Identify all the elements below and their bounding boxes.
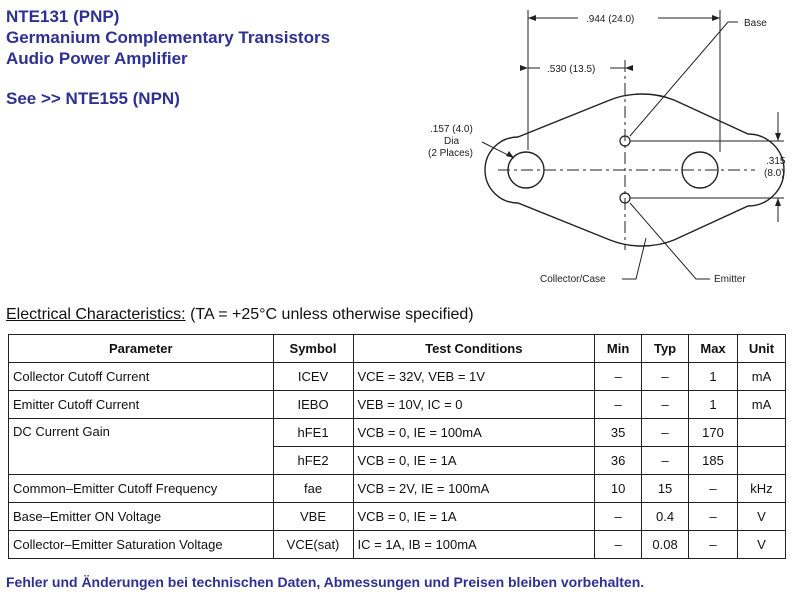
base-label: Base	[744, 18, 767, 29]
min-cell: –	[594, 390, 643, 419]
section-condition: (TA = +25°C unless otherwise specified)	[190, 306, 474, 323]
param-cell: Common–Emitter Cutoff Frequency	[8, 474, 274, 503]
symbol-cell: ICEV	[272, 362, 354, 391]
hole-dia-label-3: (2 Places)	[428, 148, 473, 159]
col-header-max: Max	[688, 334, 738, 363]
min-cell: –	[594, 530, 643, 559]
part-application: Audio Power Amplifier	[6, 49, 188, 68]
typ-cell: –	[641, 418, 690, 447]
datasheet-header: NTE131 (PNP) Germanium Complementary Tra…	[6, 6, 330, 109]
param-cell: Collector Cutoff Current	[8, 362, 274, 391]
max-cell: 185	[688, 446, 738, 475]
dim-pin-label-2: (8.0)	[764, 168, 785, 179]
max-cell: 1	[688, 362, 738, 391]
condition-cell: VCB = 0, IE = 1A	[352, 502, 596, 531]
param-cell: Collector–Emitter Saturation Voltage	[8, 530, 274, 559]
complement-reference: See >> NTE155 (NPN)	[6, 89, 180, 108]
col-header-parameter: Parameter	[8, 334, 274, 363]
col-header-unit: Unit	[736, 334, 787, 363]
unit-cell	[736, 418, 787, 447]
to3-package-drawing: .944 (24.0) .530 (13.5) .157 (4.0) Dia (…	[428, 10, 786, 285]
min-cell: 10	[594, 474, 643, 503]
col-header-min: Min	[594, 334, 643, 363]
symbol-cell: IEBO	[272, 390, 354, 419]
symbol-cell: VCE(sat)	[272, 530, 354, 559]
package-outline	[484, 93, 785, 247]
min-cell: –	[594, 362, 643, 391]
typ-cell: –	[641, 446, 690, 475]
symbol-cell: fae	[272, 474, 354, 503]
condition-cell: IC = 1A, IB = 100mA	[352, 530, 596, 559]
electrical-characteristics-table: Parameter Symbol Test Conditions Min Typ…	[8, 334, 787, 559]
typ-cell: 15	[641, 474, 690, 503]
unit-cell: V	[736, 530, 787, 559]
hole-dia-label-1: .157 (4.0)	[430, 124, 473, 135]
collector-case-label: Collector/Case	[540, 274, 606, 285]
param-cell: Emitter Cutoff Current	[8, 390, 274, 419]
unit-cell: V	[736, 502, 787, 531]
unit-cell: mA	[736, 362, 787, 391]
symbol-cell: VBE	[272, 502, 354, 531]
col-header-symbol: Symbol	[272, 334, 354, 363]
typ-cell: 0.4	[641, 502, 690, 531]
unit-cell: kHz	[736, 474, 787, 503]
max-cell: –	[688, 530, 738, 559]
condition-cell: VCB = 0, IE = 1A	[352, 446, 596, 475]
min-cell: 35	[594, 418, 643, 447]
condition-cell: VCB = 2V, IE = 100mA	[352, 474, 596, 503]
symbol-cell: hFE2	[272, 446, 354, 475]
param-cell: Base–Emitter ON Voltage	[8, 502, 274, 531]
min-cell: 36	[594, 446, 643, 475]
electrical-characteristics-title: Electrical Characteristics: (TA = +25°C …	[6, 306, 474, 324]
condition-cell: VCB = 0, IE = 100mA	[352, 418, 596, 447]
table-row: Collector Cutoff Current ICEV VCE = 32V,…	[8, 362, 787, 391]
part-number-title: NTE131 (PNP)	[6, 7, 120, 26]
col-header-typ: Typ	[641, 334, 690, 363]
condition-cell: VEB = 10V, IC = 0	[352, 390, 596, 419]
max-cell: 1	[688, 390, 738, 419]
min-cell: –	[594, 502, 643, 531]
max-cell: –	[688, 474, 738, 503]
symbol-cell: hFE1	[272, 418, 354, 447]
table-row: Common–Emitter Cutoff Frequency fae VCB …	[8, 474, 787, 503]
section-title: Electrical Characteristics:	[6, 306, 186, 323]
param-cell: DC Current Gain	[8, 418, 274, 475]
unit-cell: mA	[736, 390, 787, 419]
table-row: Base–Emitter ON Voltage VBE VCB = 0, IE …	[8, 502, 787, 531]
table-row: DC Current Gain hFE1 VCB = 0, IE = 100mA…	[8, 418, 787, 475]
typ-cell: –	[641, 362, 690, 391]
dim-mount-label: .530 (13.5)	[547, 64, 595, 75]
table-row: Emitter Cutoff Current IEBO VEB = 10V, I…	[8, 390, 787, 419]
max-cell: –	[688, 502, 738, 531]
table-row: Collector–Emitter Saturation Voltage VCE…	[8, 530, 787, 559]
typ-cell: –	[641, 390, 690, 419]
table-header-row: Parameter Symbol Test Conditions Min Typ…	[8, 334, 787, 363]
unit-cell	[736, 446, 787, 475]
hole-dia-label-2: Dia	[444, 136, 459, 147]
condition-cell: VCE = 32V, VEB = 1V	[352, 362, 596, 391]
col-header-test-conditions: Test Conditions	[352, 334, 596, 363]
emitter-label: Emitter	[714, 274, 746, 285]
table-row: hFE2 VCB = 0, IE = 1A 36 – 185	[9, 446, 787, 475]
max-cell: 170	[688, 418, 738, 447]
typ-cell: 0.08	[641, 530, 690, 559]
dim-pin-label-1: .315	[766, 156, 786, 167]
part-description: Germanium Complementary Transistors	[6, 28, 331, 47]
dim-overall-label: .944 (24.0)	[586, 14, 634, 25]
disclaimer-footer: Fehler und Änderungen bei technischen Da…	[6, 574, 645, 590]
